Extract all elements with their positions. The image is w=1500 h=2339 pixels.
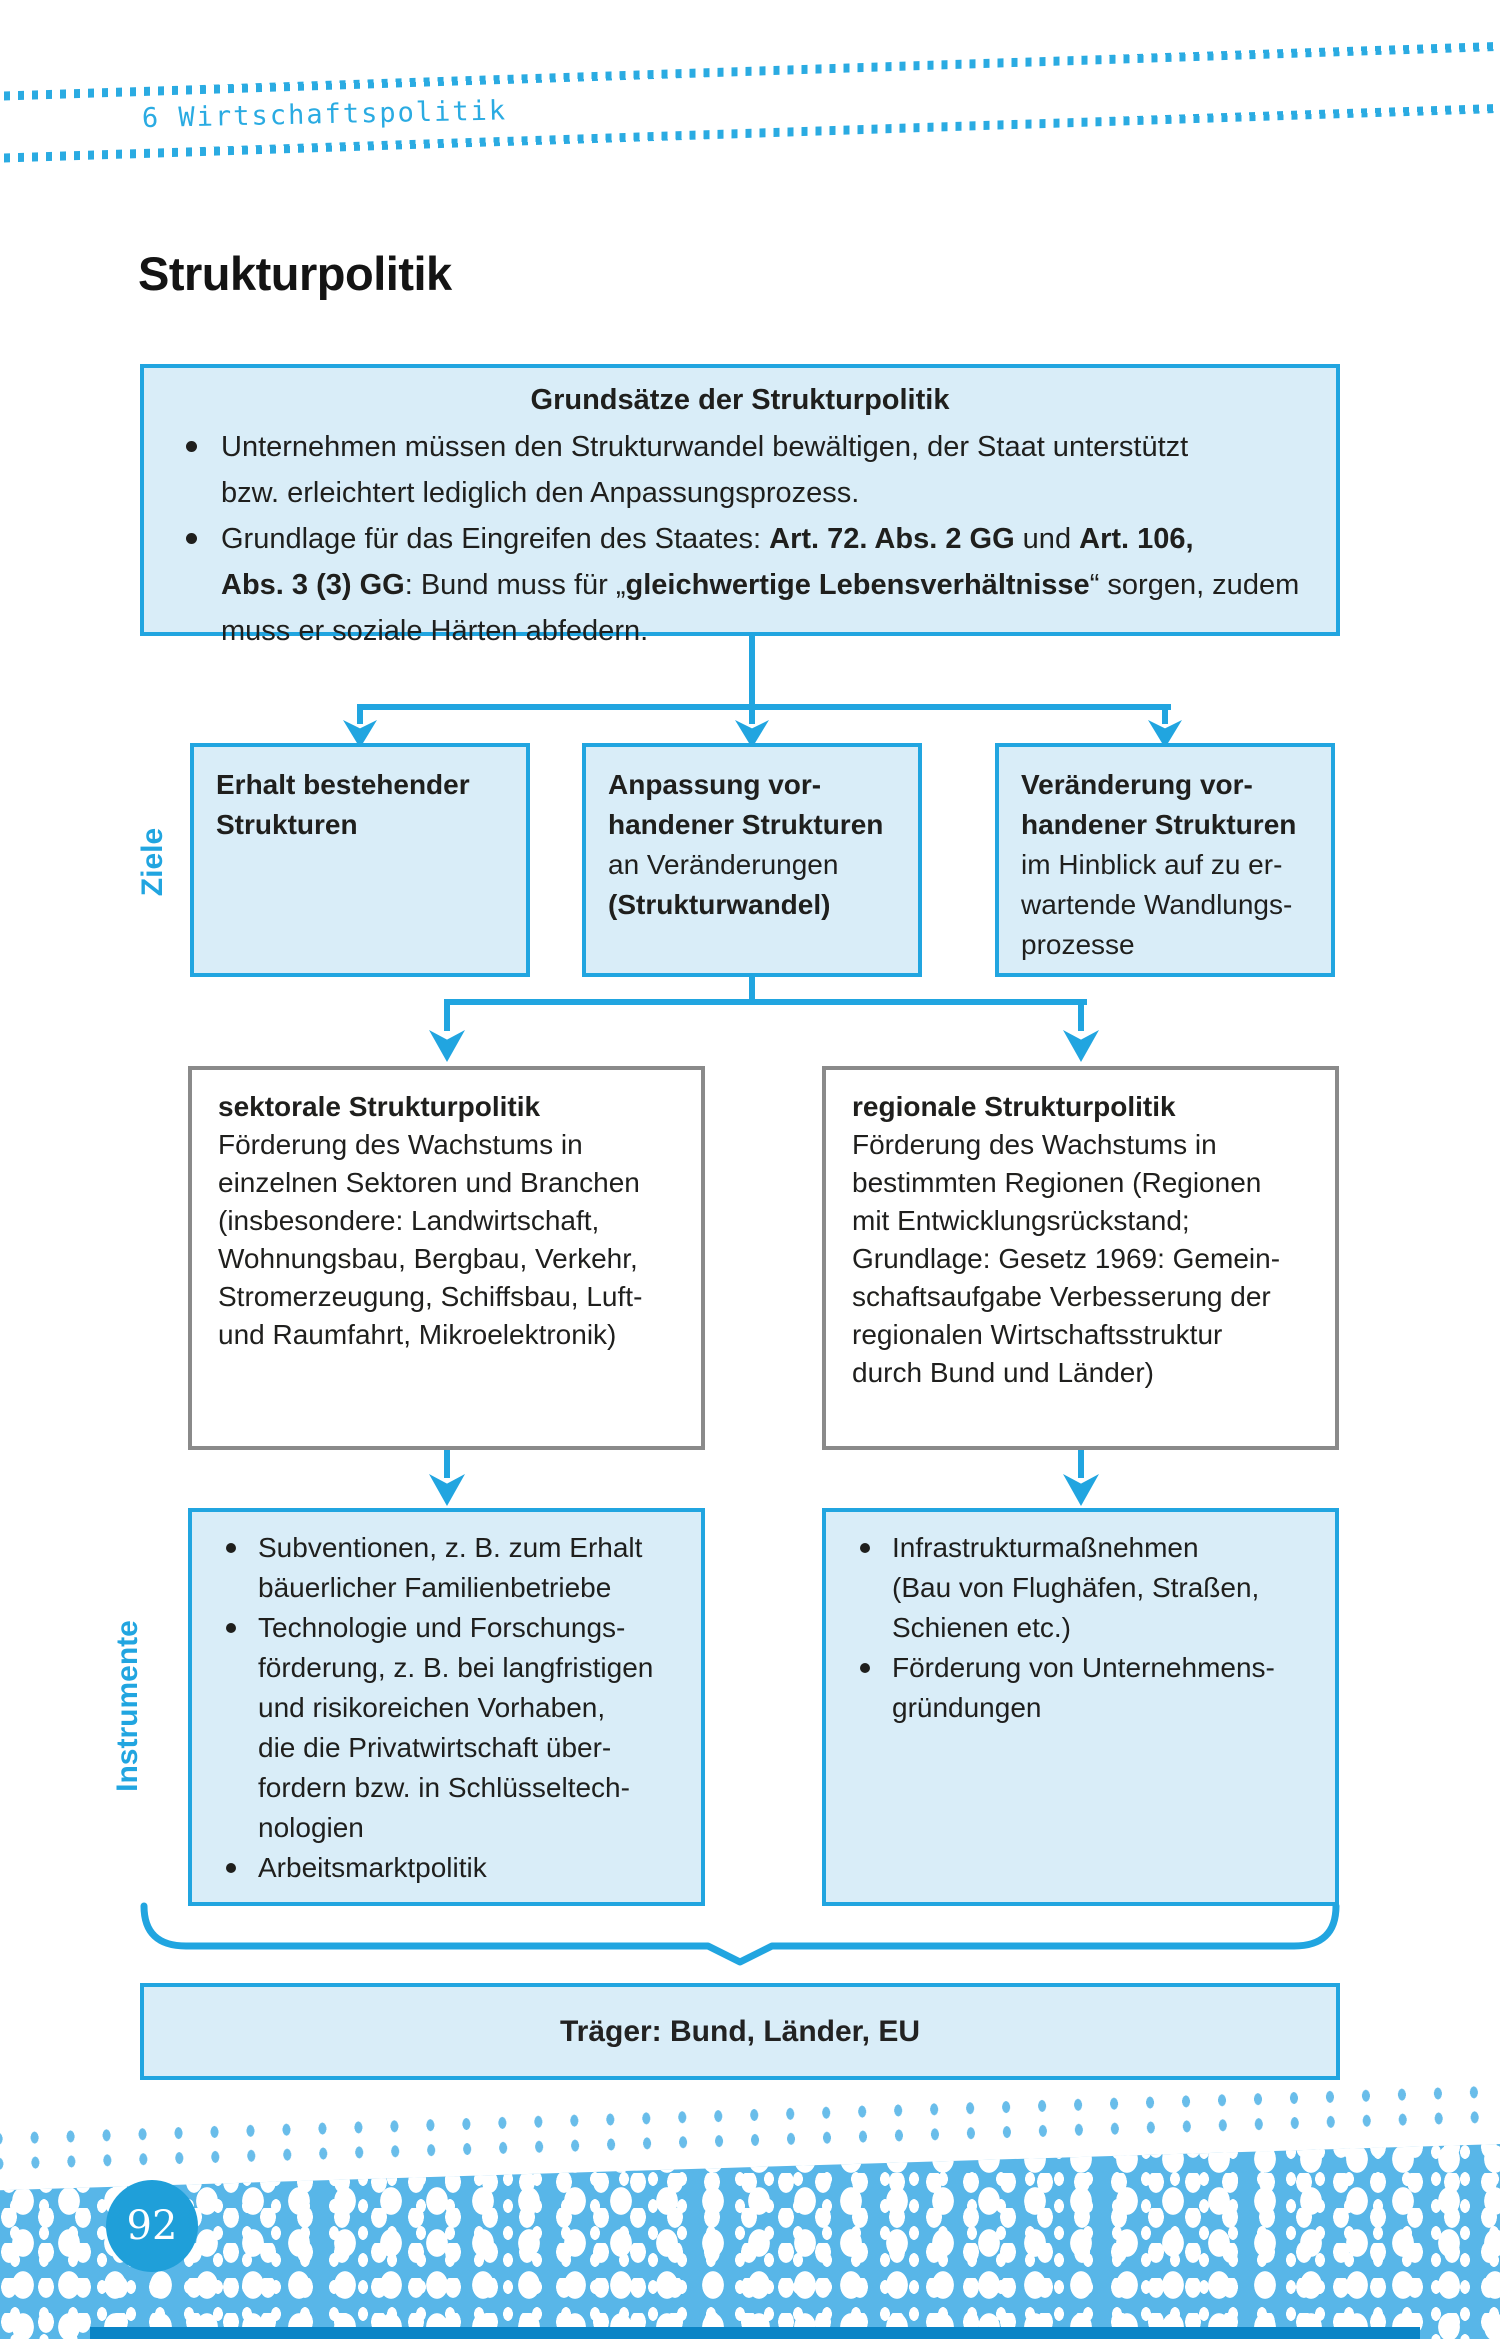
principles-box: Grundsätze der Strukturpolitik Unternehm… [140,364,1340,647]
page-title: Strukturpolitik [138,247,452,300]
bullet-dot [186,441,197,452]
bullet-dot [226,1623,236,1633]
chapter-label: 6 Wirtschaftspolitik [141,95,508,134]
connector-line [1078,1003,1084,1031]
connector-line [1078,1450,1084,1478]
instrument-bullet: Arbeitsmarktpolitik [202,1848,691,1888]
bullet-dot [186,533,197,544]
principles-bullet-2: Grundlage für das Eingreifen des Staates… [170,516,1310,654]
connector-line [749,632,755,708]
halftone-band-decoration [0,2144,1500,2339]
principles-bullet-1: Unternehmen müssen den Strukturwandel be… [170,424,1310,516]
instrument-bullet-text: Technologie und Forschungs-förderung, z.… [258,1612,654,1843]
bullet-dot [226,1543,236,1553]
principles-bullet-1-text: Unternehmen müssen den Strukturwandel be… [221,431,1189,509]
instrument-bullet-text: Infrastrukturmaßnehmen(Bau von Flughäfen… [892,1532,1260,1643]
arrow-down-icon [429,1030,465,1062]
connector-line [749,977,755,1003]
instruments-box-regional: Infrastrukturmaßnehmen(Bau von Flughäfen… [822,1508,1339,1906]
page-number-badge: 92 [106,2180,198,2272]
connector-line [444,1450,450,1478]
principles-bullet-2-text: Grundlage für das Eingreifen des Staates… [221,523,1300,647]
bullet-dot [860,1663,870,1673]
brace-connector [140,1902,1340,1966]
arrow-down-icon [1063,1474,1099,1506]
traeger-box: Träger: Bund, Länder, EU [140,1983,1340,2080]
instrumente-side-label: Instrumente [111,1620,144,1792]
bottom-edge-strip [90,2327,1420,2339]
connector-line [357,704,1171,710]
principles-box-title: Grundsätze der Strukturpolitik [530,384,950,416]
bullet-dot [860,1543,870,1553]
connector-line [357,708,363,724]
bullet-dot [226,1863,236,1873]
arrow-down-icon [429,1474,465,1506]
instrument-bullet: Förderung von Unternehmens-gründungen [836,1648,1325,1728]
header-dotted-line-top [0,40,1500,101]
instrument-bullet-text: Arbeitsmarktpolitik [258,1852,487,1883]
instrument-bullet: Technologie und Forschungs-förderung, z.… [202,1608,691,1848]
connector-line [1162,708,1168,724]
instrument-bullet-text: Förderung von Unternehmens-gründungen [892,1652,1275,1723]
connector-line [749,708,755,724]
ziele-side-label: Ziele [136,827,169,897]
traeger-text: Träger: Bund, Länder, EU [559,2014,921,2048]
page-number: 92 [126,2203,178,2249]
instrument-bullet: Infrastrukturmaßnehmen(Bau von Flughäfen… [836,1528,1325,1648]
arrow-down-icon [1063,1030,1099,1062]
connector-line [444,999,1087,1005]
connector-line [444,1003,450,1031]
